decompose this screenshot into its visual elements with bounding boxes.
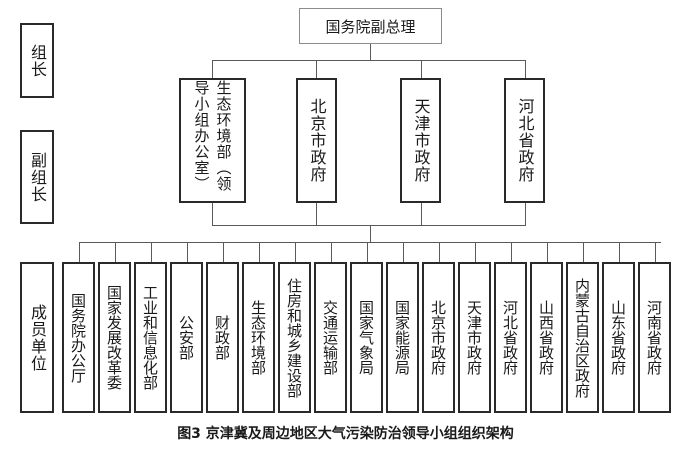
- role-group-leader-label: 组长: [28, 43, 47, 78]
- connector-member-drop: [331, 242, 332, 262]
- member-box: 公安部: [170, 262, 203, 413]
- member-box: 住房和城乡建设部: [278, 262, 311, 413]
- member-box: 国家能源局: [386, 262, 419, 413]
- connector-leaders-bus: [212, 60, 526, 61]
- member-label: 公安部: [177, 315, 195, 360]
- leader-label-hebei: 河北省政府: [515, 98, 535, 183]
- connector-member-drop: [403, 242, 404, 262]
- member-label: 山西省政府: [537, 300, 555, 375]
- member-box: 河北省政府: [494, 262, 527, 413]
- member-box: 山西省政府: [530, 262, 563, 413]
- connector-leader-4-down: [525, 203, 526, 225]
- connector-top-vertical: [370, 44, 371, 60]
- connector-leader-1-down: [212, 203, 213, 225]
- connector-member-drop: [259, 242, 260, 262]
- leader-label-beijing: 北京市政府: [307, 98, 327, 183]
- connector-leader-4-up: [525, 60, 526, 78]
- member-label: 北京市政府: [429, 300, 447, 375]
- connector-member-drop: [439, 242, 440, 262]
- member-box: 山东省政府: [602, 262, 635, 413]
- connector-leader-2-up: [316, 60, 317, 78]
- connector-member-drop: [367, 242, 368, 262]
- member-label: 交通运输部: [321, 300, 339, 375]
- connector-member-drop: [475, 242, 476, 262]
- top-leader-label: 国务院副总理: [325, 17, 416, 36]
- member-label: 住房和城乡建设部: [285, 277, 303, 398]
- role-member-units-box: 成员单位: [20, 262, 54, 413]
- connector-member-drop: [511, 242, 512, 262]
- member-box: 国家气象局: [350, 262, 383, 413]
- member-label: 国家能源局: [393, 300, 411, 375]
- member-label: 国务院办公厅: [69, 292, 87, 383]
- leader-label-ministry-ecology: 生态环境部（领导小组办公室）: [192, 80, 233, 192]
- connector-middle-vertical: [370, 225, 371, 242]
- member-box: 交通运输部: [314, 262, 347, 413]
- connector-leader-3-down: [421, 203, 422, 225]
- member-label: 河北省政府: [501, 300, 519, 375]
- role-deputy-leader-box: 副组长: [20, 130, 54, 224]
- connector-leader-2-down: [316, 203, 317, 225]
- connector-leaders-lower-bus: [212, 225, 526, 226]
- leader-box-hebei: 河北省政府: [504, 78, 545, 203]
- member-label: 国家发展改革委: [105, 285, 123, 390]
- member-box: 工业和信息化部: [134, 262, 167, 413]
- leader-box-beijing: 北京市政府: [296, 78, 337, 203]
- member-label: 河南省政府: [645, 300, 663, 375]
- member-label: 天津市政府: [465, 300, 483, 375]
- role-deputy-leader-label: 副组长: [28, 151, 47, 203]
- connector-member-drop: [655, 242, 656, 262]
- figure-caption: 图3 京津冀及周边地区大气污染防治领导小组组织架构: [177, 426, 514, 442]
- leader-box-tianjin: 天津市政府: [400, 78, 441, 203]
- member-box: 国家发展改革委: [98, 262, 131, 413]
- connector-member-drop: [547, 242, 548, 262]
- member-box: 河南省政府: [638, 262, 671, 413]
- connector-member-drop: [619, 242, 620, 262]
- member-box: 北京市政府: [422, 262, 455, 413]
- member-label: 国家气象局: [357, 300, 375, 375]
- connector-leader-3-up: [421, 60, 422, 78]
- connector-leader-1-up: [212, 60, 213, 78]
- connector-member-drop: [187, 242, 188, 262]
- connector-member-drop: [151, 242, 152, 262]
- member-box: 财政部: [206, 262, 239, 413]
- leader-box-ministry-ecology: 生态环境部（领导小组办公室）: [179, 78, 246, 203]
- member-box: 天津市政府: [458, 262, 491, 413]
- member-label: 山东省政府: [609, 300, 627, 375]
- top-leader-box: 国务院副总理: [299, 8, 442, 44]
- member-box: 国务院办公厅: [62, 262, 95, 413]
- connector-member-drop: [295, 242, 296, 262]
- member-box: 生态环境部: [242, 262, 275, 413]
- connector-member-drop: [223, 242, 224, 262]
- member-label: 财政部: [213, 315, 231, 360]
- connector-member-drop: [583, 242, 584, 262]
- role-group-leader-box: 组长: [20, 23, 54, 98]
- member-label: 内蒙古自治区政府: [573, 277, 591, 398]
- member-label: 生态环境部: [249, 300, 267, 375]
- member-label: 工业和信息化部: [141, 285, 159, 390]
- connector-member-drop: [79, 242, 80, 262]
- leader-label-tianjin: 天津市政府: [411, 98, 431, 183]
- connector-member-drop: [115, 242, 116, 262]
- connector-members-bus: [79, 242, 661, 243]
- member-box: 内蒙古自治区政府: [566, 262, 599, 413]
- role-member-units-label: 成员单位: [28, 303, 47, 372]
